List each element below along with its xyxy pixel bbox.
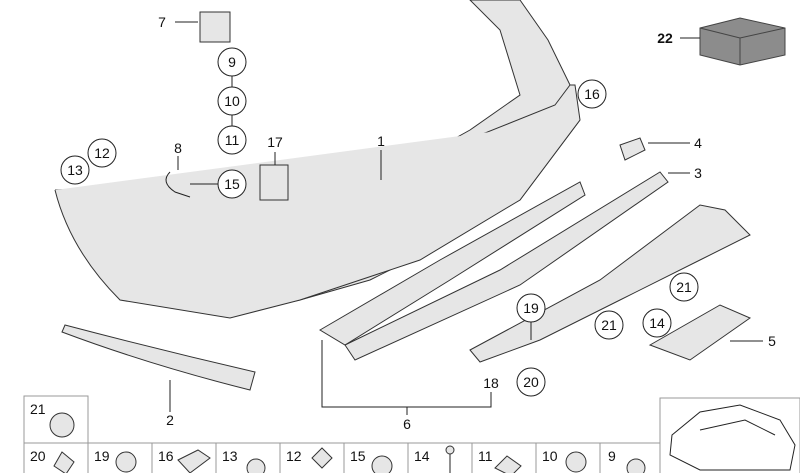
callout-19: 19 [516,293,546,323]
svg-text:9: 9 [608,448,616,464]
callout-13: 13 [60,155,90,185]
svg-text:16: 16 [584,86,600,102]
fastener-cell-19[interactable]: 19 [87,442,153,473]
circled-callouts: 9 10 11 12 13 15 16 19 20 21 21 14 [60,47,699,397]
svg-text:12: 12 [94,145,110,161]
callout-17: 17 [267,134,283,150]
callout-15: 15 [217,169,247,199]
callout-14: 14 [642,308,672,338]
fastener-cell-15[interactable]: 15 [343,442,409,473]
svg-text:11: 11 [225,132,240,148]
callout-1: 1 [377,133,385,149]
svg-text:9: 9 [228,54,236,70]
callout-21b: 21 [594,310,624,340]
fastener-cell-10[interactable]: 10 [535,442,601,473]
callout-2: 2 [166,412,174,428]
carrier-strip[interactable] [344,171,669,361]
svg-text:20: 20 [523,374,539,390]
callout-7: 7 [158,14,166,30]
svg-text:12: 12 [286,448,302,464]
callout-4: 4 [694,135,702,151]
fastener-cell-13[interactable]: 13 [215,442,281,473]
trim-strip[interactable] [61,324,256,391]
svg-text:19: 19 [523,300,539,316]
svg-text:21: 21 [676,279,692,295]
callout-20: 20 [516,367,546,397]
callout-10: 10 [217,86,247,116]
callout-22: 22 [657,30,673,46]
clip-part[interactable] [199,11,231,43]
svg-text:10: 10 [224,93,240,109]
callout-6: 6 [403,416,411,432]
svg-text:13: 13 [67,162,83,178]
svg-text:15: 15 [224,176,240,192]
bumper-lower-edge [54,119,581,319]
svg-text:16: 16 [158,448,174,464]
holder-part[interactable] [259,164,289,201]
bumper-carrier[interactable] [469,204,751,363]
fastener-cell-21[interactable]: 21 [23,395,89,444]
callout-18: 18 [483,375,499,391]
svg-text:21: 21 [30,401,46,417]
svg-text:10: 10 [542,448,558,464]
fastener-cell-12[interactable]: 12 [279,442,345,473]
callout-12: 12 [87,138,117,168]
callout-11: 11 [217,125,247,155]
svg-text:21: 21 [601,317,617,333]
box-icon [699,17,786,66]
callout-8: 8 [174,140,182,156]
bracket[interactable] [648,304,752,361]
hook-part[interactable] [165,171,191,198]
fastener-cell-20[interactable]: 20 [23,442,89,473]
svg-text:14: 14 [414,448,430,464]
fastener-cell-16[interactable]: 16 [151,442,217,473]
plain-callouts: 7 8 17 1 4 3 5 2 6 18 22 [158,14,776,432]
vehicle-thumbnail[interactable] [659,397,800,473]
svg-text:20: 20 [30,448,46,464]
svg-text:15: 15 [350,448,366,464]
cover-cap[interactable] [619,137,646,161]
callout-9: 9 [217,47,247,77]
svg-text:14: 14 [649,315,665,331]
callout-3: 3 [694,165,702,181]
fastener-table: 21 20 19 16 13 12 15 14 11 10 9 [23,395,661,473]
callout-5: 5 [768,333,776,349]
svg-text:11: 11 [478,448,493,464]
callout-21a: 21 [669,272,699,302]
svg-text:13: 13 [222,448,238,464]
leader-lines [169,21,763,415]
fastener-cell-11[interactable]: 11 [471,442,537,473]
fastener-row: 20 19 16 13 12 15 14 11 10 9 [23,442,661,473]
fastener-cell-14[interactable]: 14 [407,442,473,473]
fastener-cell-9[interactable]: 9 [599,442,661,473]
svg-text:19: 19 [94,448,110,464]
callout-16: 16 [577,79,607,109]
